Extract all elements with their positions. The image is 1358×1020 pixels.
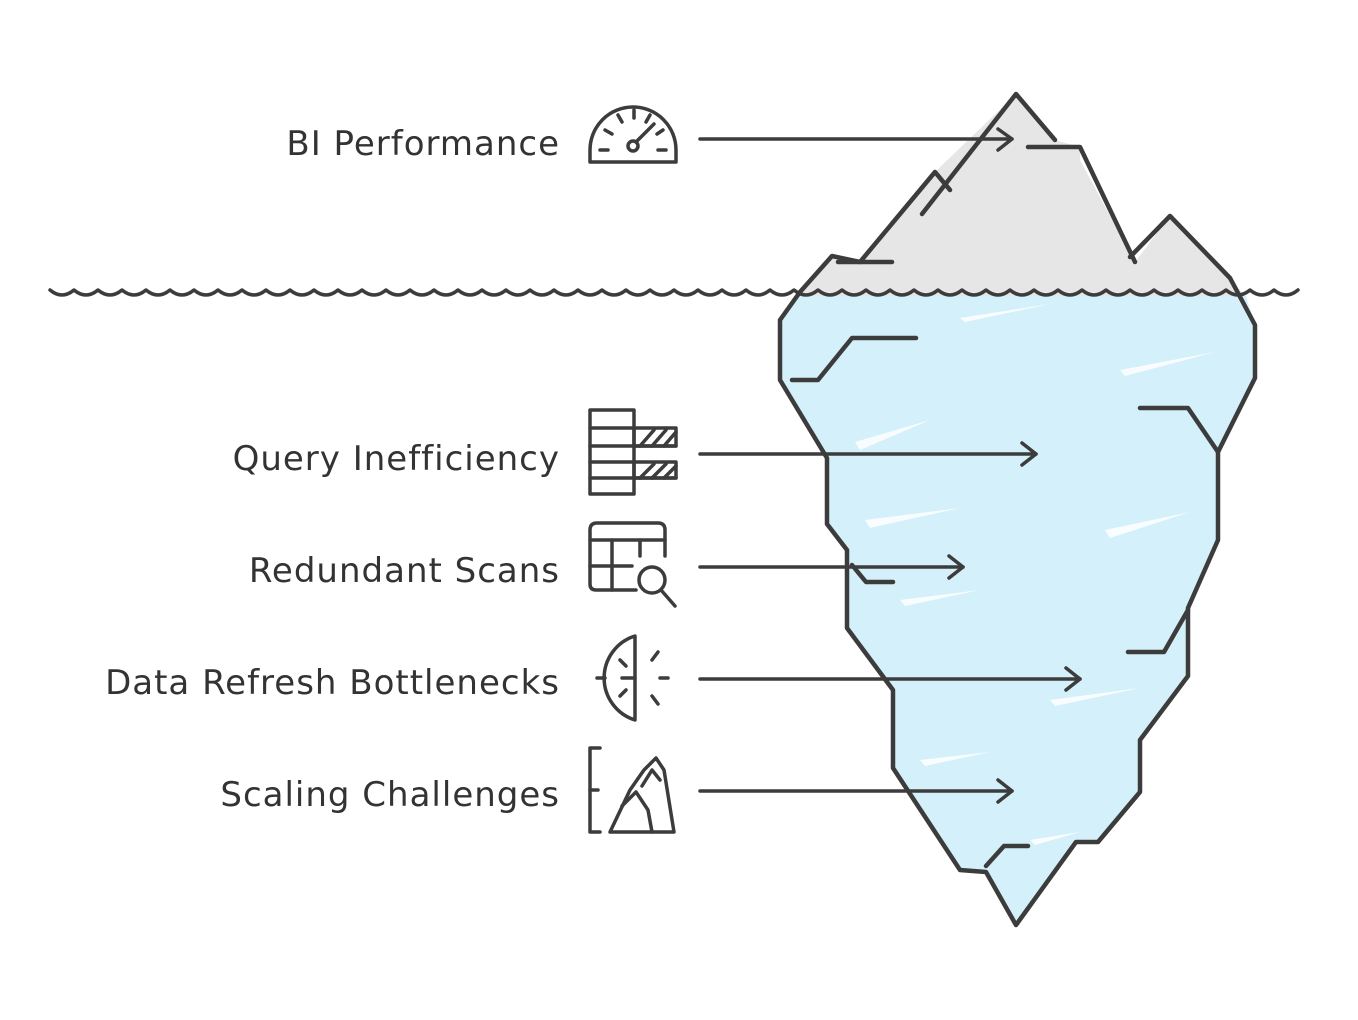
speedometer-icon bbox=[588, 105, 678, 164]
iceberg bbox=[777, 91, 1258, 928]
item-scaling-challenges: Scaling Challenges bbox=[220, 746, 1014, 834]
iceberg-tip-fill bbox=[800, 94, 1248, 300]
arrow-redundant-scans bbox=[698, 554, 965, 580]
half-clock-icon bbox=[595, 634, 670, 722]
mountain-scale-icon bbox=[588, 746, 676, 834]
item-query-inefficiency: Query Inefficiency bbox=[233, 408, 1038, 496]
item-label-query-inefficiency: Query Inefficiency bbox=[233, 439, 560, 479]
iceberg-underwater-fill bbox=[780, 296, 1255, 925]
item-redundant-scans: Redundant Scans bbox=[249, 521, 965, 608]
item-data-refresh-bottlenecks: Data Refresh Bottlenecks bbox=[105, 634, 1082, 722]
waterline bbox=[48, 288, 1300, 297]
table-search-icon bbox=[588, 521, 677, 608]
item-label-data-refresh-bottlenecks: Data Refresh Bottlenecks bbox=[105, 663, 560, 703]
item-label-scaling-challenges: Scaling Challenges bbox=[220, 775, 560, 815]
item-label-bi-performance: BI Performance bbox=[286, 124, 560, 164]
arrow-scaling-challenges bbox=[698, 778, 1014, 804]
query-table-icon bbox=[588, 408, 678, 496]
item-label-redundant-scans: Redundant Scans bbox=[249, 551, 560, 591]
arrow-query-inefficiency bbox=[698, 441, 1038, 467]
item-bi-performance: BI Performance bbox=[286, 105, 1014, 164]
ice-highlights bbox=[855, 304, 1215, 845]
iceberg-detail-strokes bbox=[789, 259, 1221, 869]
arrow-bi-performance bbox=[698, 127, 1014, 152]
arrow-data-refresh-bottlenecks bbox=[698, 666, 1082, 692]
iceberg-outline bbox=[777, 91, 1258, 928]
